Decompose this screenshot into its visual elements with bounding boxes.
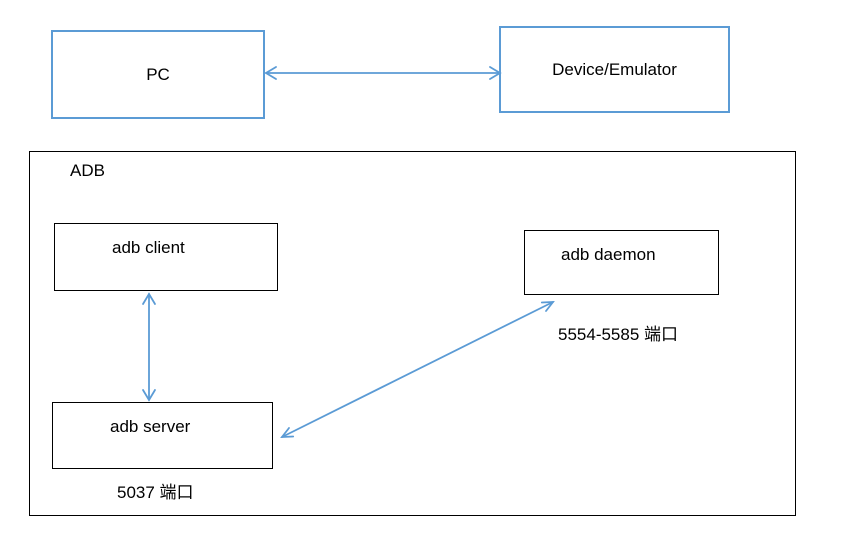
- pc-device-arrow: [264, 66, 502, 80]
- adb-server-label: adb server: [110, 417, 191, 436]
- adb-daemon-label: adb daemon: [561, 245, 656, 264]
- device-emulator-label: Device/Emulator: [552, 59, 677, 79]
- adb-title: ADB: [70, 161, 105, 180]
- pc-label: PC: [146, 64, 170, 84]
- pc-box: PC: [51, 30, 265, 119]
- adb-daemon-box: [524, 230, 719, 295]
- adb-client-label: adb client: [112, 238, 185, 257]
- server-port-note: 5037 端口: [117, 483, 194, 502]
- adb-server-box: [52, 402, 273, 469]
- device-emulator-box: Device/Emulator: [499, 26, 730, 113]
- adb-client-box: [54, 223, 278, 291]
- daemon-port-note: 5554-5585 端口: [558, 325, 679, 344]
